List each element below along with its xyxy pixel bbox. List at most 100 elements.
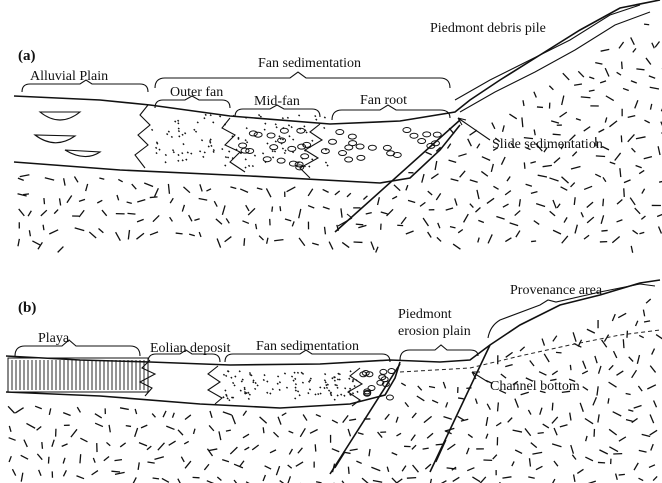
texture-mark — [289, 449, 292, 454]
texture-mark — [644, 321, 650, 322]
texture-mark — [43, 225, 44, 230]
texture-mark — [45, 178, 54, 180]
texture-mark — [95, 414, 102, 418]
texture-mark — [503, 125, 505, 131]
texture-mark — [253, 380, 254, 381]
texture-mark — [278, 376, 279, 377]
texture-mark — [194, 219, 199, 221]
texture-mark — [422, 174, 424, 183]
texture-mark — [507, 176, 510, 181]
texture-mark — [562, 177, 569, 183]
texture-mark — [376, 247, 378, 253]
texture-mark — [475, 399, 477, 404]
texture-mark — [344, 395, 345, 396]
texture-mark — [394, 185, 400, 191]
slide-pointer — [458, 118, 490, 140]
texture-mark — [522, 117, 523, 127]
texture-mark — [273, 432, 278, 437]
texture-mark — [18, 239, 19, 246]
texture-mark — [274, 151, 275, 152]
texture-mark — [392, 453, 397, 455]
label-fan-sedimentation-a: Fan sedimentation — [258, 56, 361, 71]
texture-mark — [626, 394, 631, 395]
texture-mark — [298, 448, 303, 453]
texture-mark — [240, 390, 241, 391]
texture-mark — [200, 184, 202, 191]
texture-mark — [501, 157, 505, 165]
texture-mark — [553, 230, 561, 234]
texture-mark — [226, 394, 227, 395]
texture-mark — [580, 403, 583, 412]
texture-mark — [349, 419, 356, 420]
gravel-mark — [348, 134, 356, 139]
texture-mark — [638, 386, 642, 391]
texture-mark — [256, 224, 257, 229]
texture-mark — [295, 378, 296, 379]
texture-mark — [593, 397, 596, 405]
texture-mark — [587, 329, 595, 333]
texture-mark — [515, 399, 518, 408]
texture-mark — [184, 441, 189, 443]
texture-mark — [49, 230, 58, 234]
texture-mark — [644, 24, 649, 25]
texture-mark — [583, 387, 588, 391]
texture-mark — [230, 447, 237, 454]
texture-mark — [512, 461, 514, 466]
texture-mark — [608, 398, 609, 403]
channel-pointer — [472, 372, 488, 382]
texture-mark — [650, 366, 655, 373]
texture-mark — [162, 478, 169, 482]
texture-mark — [228, 371, 229, 372]
texture-mark — [267, 143, 268, 144]
texture-mark — [531, 192, 538, 194]
texture-mark — [515, 450, 522, 453]
gravel-mark — [288, 146, 296, 151]
texture-mark — [356, 380, 357, 381]
texture-mark — [467, 448, 469, 454]
texture-mark — [326, 385, 327, 386]
texture-mark — [147, 462, 154, 463]
texture-mark — [574, 474, 575, 481]
texture-mark — [616, 474, 618, 480]
texture-mark — [458, 416, 465, 420]
texture-mark — [323, 207, 330, 209]
texture-mark — [39, 470, 41, 476]
texture-mark — [554, 428, 557, 435]
label-piedmont-debris-pile: Piedmont debris pile — [430, 21, 546, 36]
texture-mark — [505, 191, 511, 195]
texture-mark — [599, 129, 605, 132]
texture-mark — [642, 189, 645, 194]
texture-mark — [516, 231, 520, 238]
panel-b-fault — [330, 364, 400, 474]
texture-mark — [273, 157, 274, 158]
texture-mark — [350, 388, 351, 389]
texture-mark — [478, 220, 483, 222]
texture-mark — [534, 92, 536, 98]
texture-mark — [407, 478, 416, 479]
panel-a-lens-3 — [65, 150, 100, 157]
texture-mark — [371, 467, 380, 470]
texture-mark — [354, 385, 355, 386]
gravel-mark — [246, 148, 254, 153]
texture-mark — [634, 463, 638, 470]
gravel-mark — [345, 157, 353, 162]
texture-mark — [281, 143, 282, 144]
texture-mark — [585, 419, 593, 424]
texture-mark — [309, 166, 310, 167]
texture-mark — [284, 373, 285, 374]
texture-mark — [64, 178, 65, 185]
texture-mark — [614, 351, 617, 358]
texture-mark — [637, 355, 639, 364]
texture-mark — [635, 208, 640, 214]
texture-mark — [327, 384, 328, 385]
texture-mark — [510, 223, 518, 226]
texture-mark — [302, 382, 303, 383]
texture-mark — [571, 167, 580, 169]
texture-mark — [169, 441, 176, 445]
texture-mark — [513, 430, 522, 432]
texture-mark — [293, 139, 294, 140]
texture-mark — [437, 237, 441, 241]
texture-mark — [189, 215, 192, 221]
gravel-mark — [301, 154, 309, 159]
